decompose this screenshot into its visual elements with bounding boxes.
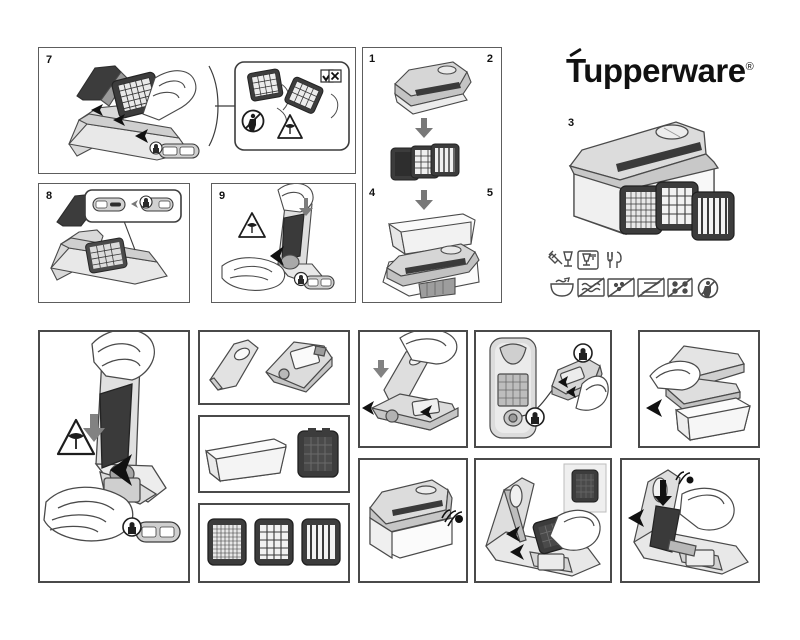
left-arrow-icon: [362, 401, 374, 415]
panel-insert-blade-illustration: [485, 463, 607, 577]
panel-7-illustration: [67, 61, 350, 161]
panel-number-5: 5: [486, 187, 493, 199]
care-symbols: [548, 250, 748, 306]
press-arrow-icon: [270, 246, 284, 266]
panel-8-illustration: [49, 189, 182, 285]
panel-number-4: 4: [369, 187, 376, 199]
panel-parts-container-illustration: [205, 428, 339, 483]
no-freezer-icon: [637, 277, 665, 298]
padlock-icon: [573, 343, 593, 363]
blade-fine-dice: [207, 518, 247, 566]
panel-number-8: 8: [46, 190, 53, 202]
panel-8: 8: [38, 183, 190, 303]
care-symbols-illustration: [548, 250, 719, 299]
lock-slider-unlocked: [92, 197, 126, 212]
panel-insert-blade: [474, 458, 612, 583]
panel-lock-detail: [474, 330, 612, 448]
down-arrow-icon: [415, 190, 433, 210]
padlock-icon: [525, 407, 545, 427]
click-sound-icon: [675, 471, 694, 485]
lock-slider-locked: [139, 195, 174, 212]
panel-exploded-assembly: 1 2 4 5: [362, 47, 502, 303]
registered-trademark-icon: ®: [745, 61, 754, 73]
panel-number-7: 7: [46, 54, 53, 66]
panel-exploded-illustration: [382, 61, 480, 299]
food-safe-fork-glass-icon: [548, 250, 573, 267]
click-sound-icon: [441, 509, 463, 527]
down-arrow-icon: [299, 198, 313, 216]
blade-hazard-triangle-icon: [56, 418, 96, 456]
down-arrow-icon: [415, 118, 433, 138]
cross-box-icon: [328, 69, 342, 83]
right-arrow-icon: [420, 405, 432, 419]
panel-9: 9: [211, 183, 356, 303]
glass-fork-box-icon: [577, 250, 599, 270]
panel-number-2: 2: [486, 53, 493, 65]
panel-lock-detail-illustration: [489, 337, 609, 439]
panel-lid-off-container: [638, 330, 760, 448]
panel-number-9: 9: [219, 190, 226, 202]
panel-9-illustration: [221, 184, 335, 291]
down-arrow-icon: [83, 414, 105, 442]
panel-3-illustration: [568, 121, 735, 241]
panel-lid-attach: [358, 330, 468, 448]
no-microwave-icon: [577, 277, 605, 298]
left-arrow-icon: [506, 526, 520, 542]
press-arrow-icon: [110, 454, 132, 486]
panel-hand-large: [38, 330, 190, 583]
blade-slicer: [301, 518, 341, 566]
panel-click-closed-illustration: [369, 479, 463, 560]
panel-number-3: 3: [568, 117, 575, 129]
panel-parts-lid-illustration: [209, 339, 333, 393]
dishwasher-safe-icon: [550, 277, 574, 297]
blade-medium-grid: [254, 518, 294, 566]
down-arrow-icon: [373, 360, 389, 378]
blade-hazard-triangle-icon: [277, 114, 303, 139]
brand-logo: Tupperware®: [566, 47, 754, 90]
brand-wordmark: Tupperware: [566, 52, 746, 89]
cutlery-icon: [607, 251, 622, 268]
panel-number-1: 1: [369, 53, 376, 65]
left-arrow-icon: [646, 399, 662, 417]
panel-lid-off-illustration: [646, 345, 751, 442]
panel-press-blade: [620, 458, 760, 583]
panel-3-product-hero: 3: [556, 110, 796, 245]
left-arrow-icon: [510, 544, 524, 560]
panel-blades-three: [198, 503, 350, 583]
no-children-icon: [241, 109, 265, 133]
keep-away-from-children-icon: [697, 277, 719, 299]
blade-inset-thumbnail: [563, 463, 607, 513]
panel-parts-container: [198, 415, 350, 493]
panel-click-closed: [358, 458, 468, 583]
no-oven-icon: [607, 277, 635, 298]
no-hob-icon: [667, 277, 693, 298]
panel-lid-attach-illustration: [362, 332, 459, 431]
panel-press-blade-illustration: [628, 469, 749, 575]
panel-blades-three-illustration: [207, 518, 341, 566]
panel-parts-lid: [198, 330, 350, 405]
blade-hazard-triangle-icon: [238, 212, 266, 238]
panel-hand-large-illustration: [43, 332, 181, 543]
panel-7: 7: [38, 47, 356, 174]
left-arrow-icon: [628, 509, 644, 527]
down-arrow-icon: [654, 480, 672, 506]
